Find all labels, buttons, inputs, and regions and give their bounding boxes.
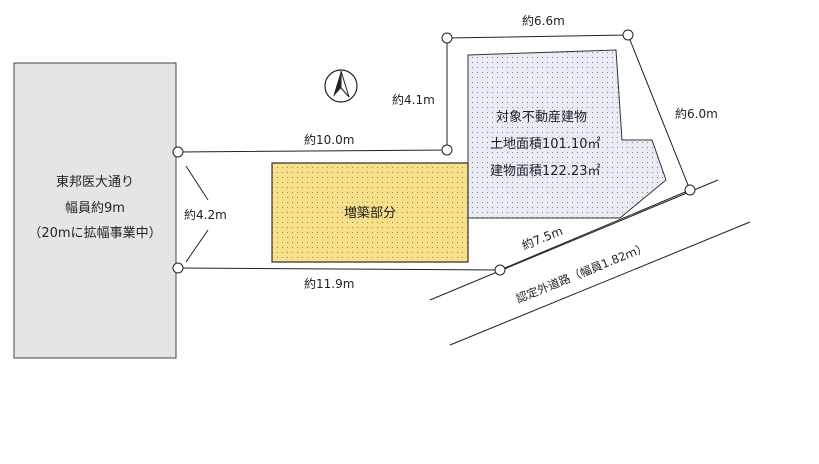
dim-south-edge: 約11.9m [304,276,354,291]
main-road-widening: （20mに拡幅事業中） [28,225,161,241]
survey-point [441,32,453,44]
main-road-width: 幅員約9m [65,201,125,216]
survey-point [494,264,506,276]
survey-point [172,262,184,274]
survey-point [684,184,696,196]
side-road-edge-north [429,179,719,301]
dim-top-right: 約6.6m [522,13,565,28]
frontage-dim-line-top [185,165,209,201]
dim-southeast-edge: 約7.5m [520,223,565,253]
extension-area [271,162,469,263]
building-land-area: 土地面積101.10㎡ [490,137,601,152]
north-arrow-icon [324,69,358,103]
survey-point [172,146,184,158]
extension-label: 増築部分 [344,206,396,221]
main-road-name: 東邦医大通り [56,174,134,190]
target-building [467,49,667,219]
frontage-dim-line-bottom [185,229,209,263]
survey-point [622,29,634,41]
dim-north-edge: 約10.0m [304,132,354,147]
building-title: 対象不動産建物 [496,109,587,125]
dim-road-frontage: 約4.2m [184,207,227,222]
main-road [13,62,177,359]
side-road-edge-south [449,221,751,346]
dim-right-side: 約6.0m [675,106,718,121]
side-road-label: 認定外道路（幅員1.82ｍ） [514,240,650,306]
dim-upper-left: 約4.1m [392,92,435,107]
building-floor-area: 建物面積122.23㎡ [490,164,601,179]
survey-point [441,144,453,156]
